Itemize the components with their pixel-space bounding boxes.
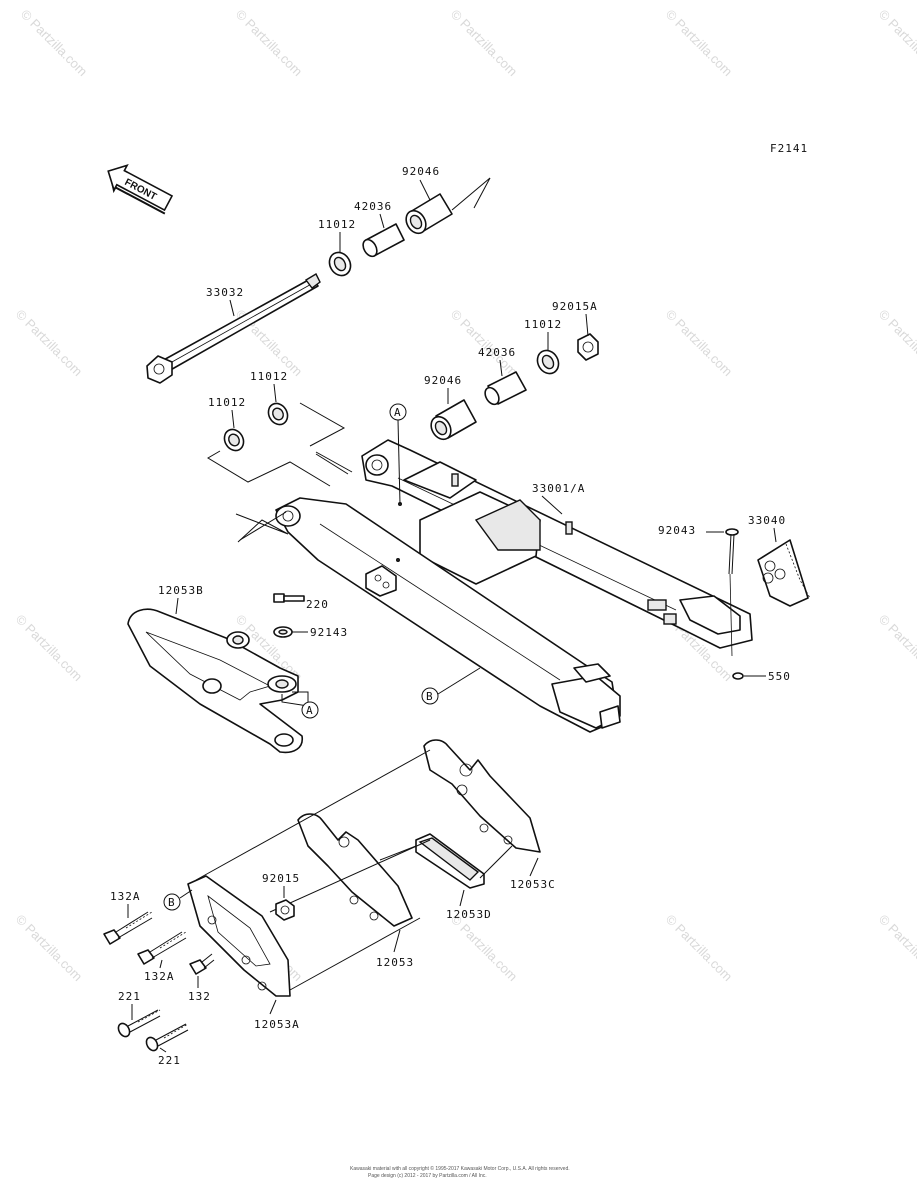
callout-a-lower: A xyxy=(292,691,319,719)
front-arrow-icon: FRONT xyxy=(107,163,174,215)
part-number-label: 92046 xyxy=(424,374,462,387)
callout-b-label: B xyxy=(426,690,434,703)
watermark: © Partzilla.com xyxy=(876,307,917,380)
chain-slider-pad xyxy=(415,833,485,889)
part-number-label: 33032 xyxy=(206,286,244,299)
part-number-label: 11012 xyxy=(250,370,288,383)
part-number-label: 92143 xyxy=(310,626,348,639)
watermark: © Partzilla.com xyxy=(663,912,736,985)
watermark: © Partzilla.com xyxy=(233,7,306,80)
screw-221-top xyxy=(117,1009,161,1038)
watermark: © Partzilla.com xyxy=(448,307,521,380)
chain-adjuster-cam xyxy=(757,539,811,607)
left-seals xyxy=(207,402,353,487)
copyright-line: Kawasaki material with all copyright © 1… xyxy=(350,1165,570,1172)
watermark: © Partzilla.com xyxy=(13,307,86,380)
part-number-label: 92046 xyxy=(402,165,440,178)
figure-code: F2141 xyxy=(770,142,808,155)
part-number-label: 42036 xyxy=(354,200,392,213)
bolt-132a-top xyxy=(103,911,153,945)
part-number-label: 33001/A xyxy=(532,482,585,495)
part-number-label: 132A xyxy=(144,970,175,983)
watermark: © Partzilla.com xyxy=(448,7,521,80)
part-number-label: 42036 xyxy=(478,346,516,359)
part-number-label: 92015A xyxy=(552,300,598,313)
screw-221-bottom xyxy=(145,1023,189,1052)
part-number-label: 11012 xyxy=(524,318,562,331)
watermark: © Partzilla.com xyxy=(13,912,86,985)
part-number-label: 221 xyxy=(118,990,141,1003)
chain-slider-lower xyxy=(297,813,413,927)
nut xyxy=(275,899,295,921)
copyright-line-2: Page design (c) 2012 - 2017 by Partzilla… xyxy=(368,1173,487,1179)
callout-b-lower: B xyxy=(163,889,193,911)
watermark: © Partzilla.com xyxy=(876,912,917,985)
watermark: © Partzilla.com xyxy=(663,7,736,80)
part-number-label: 92043 xyxy=(658,524,696,537)
callout-b-label: B xyxy=(168,896,176,909)
right-bearing-stack xyxy=(430,333,599,441)
callout-b-upper: B xyxy=(421,667,481,705)
part-number-label: 12053B xyxy=(158,584,204,597)
part-number-label: 221 xyxy=(158,1054,181,1067)
part-number-label: 220 xyxy=(306,598,329,611)
watermark: © Partzilla.com xyxy=(663,307,736,380)
watermark: © Partzilla.com xyxy=(876,612,917,685)
watermark: © Partzilla.com xyxy=(876,7,917,80)
callout-a-label: A xyxy=(306,704,314,717)
bolt-132 xyxy=(189,953,215,975)
part-number-label: 33040 xyxy=(748,514,786,527)
part-number-label: 132A xyxy=(110,890,141,903)
part-number-label: 12053C xyxy=(510,878,556,891)
chain-slider-upper xyxy=(423,739,541,853)
callout-a-upper: A xyxy=(389,403,407,505)
watermark: © Partzilla.com xyxy=(448,912,521,985)
adjuster-pin xyxy=(725,528,744,680)
chain-guide xyxy=(127,608,309,754)
part-number-label: 12053A xyxy=(254,1018,300,1031)
top-bearing-stack xyxy=(328,177,491,277)
watermark: © Partzilla.com xyxy=(18,7,91,80)
pivot-shaft xyxy=(146,273,321,384)
watermark: © Partzilla.com xyxy=(13,612,86,685)
callout-a-label: A xyxy=(394,406,402,419)
part-number-label: 550 xyxy=(768,670,791,683)
part-number-label: 11012 xyxy=(208,396,246,409)
bolt-132a-bottom xyxy=(137,931,187,965)
part-number-label: 132 xyxy=(188,990,211,1003)
part-number-label: 11012 xyxy=(318,218,356,231)
guide-bolt-and-washer xyxy=(273,593,305,638)
part-number-label: 92015 xyxy=(262,872,300,885)
assembly-lines xyxy=(195,749,513,991)
part-labels: 92046 42036 11012 33032 92015A 11012 420… xyxy=(110,165,791,1067)
part-number-label: 12053 xyxy=(376,956,414,969)
swing-arm xyxy=(235,439,753,733)
chain-guide-plate xyxy=(187,875,291,997)
part-number-label: 12053D xyxy=(446,908,492,921)
